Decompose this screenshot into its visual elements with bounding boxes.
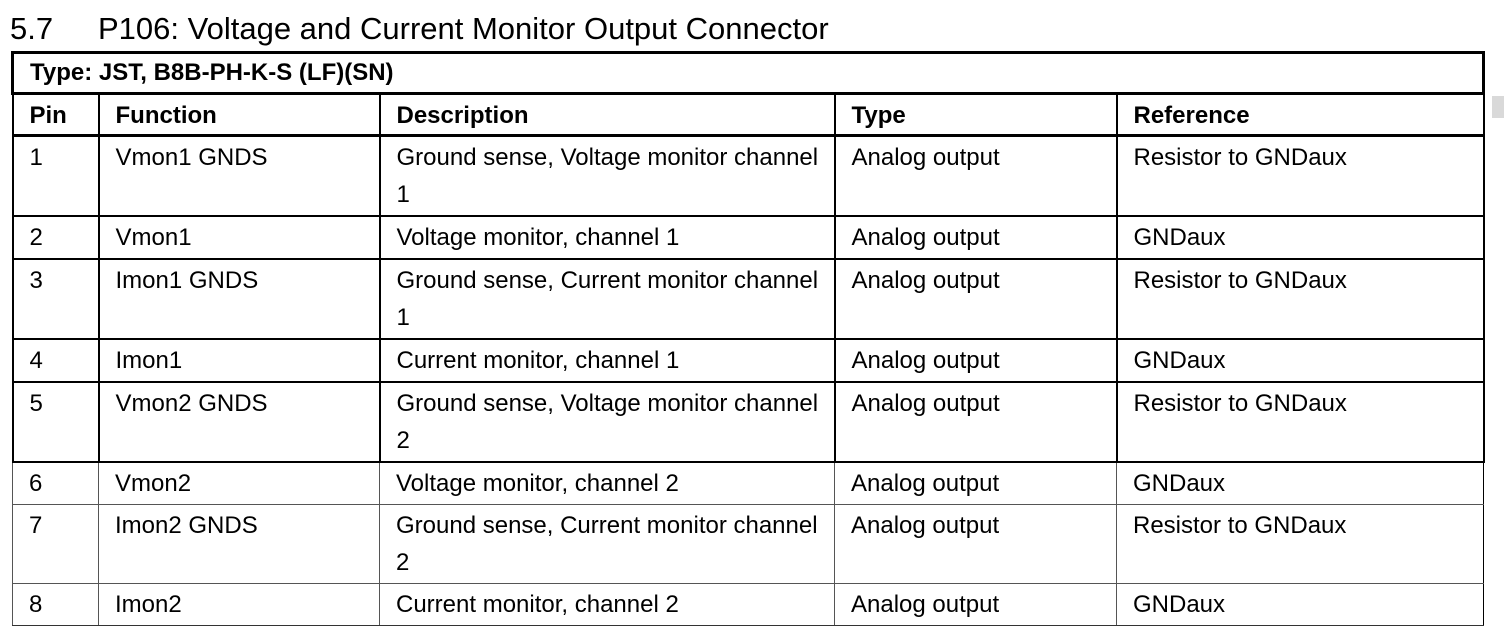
cell-description: Ground sense, Voltage monitor channel 2 bbox=[378, 381, 836, 463]
cell-type: Analog output bbox=[833, 258, 1118, 340]
cell-reference: Resistor to GNDaux bbox=[1115, 134, 1485, 217]
section-title: P106: Voltage and Current Monitor Output… bbox=[98, 11, 829, 46]
table-row: 7 Imon2 GNDS Ground sense, Current monit… bbox=[12, 504, 1485, 584]
cell-function: Vmon1 GNDS bbox=[97, 134, 381, 217]
cell-type: Analog output bbox=[834, 504, 1117, 584]
connector-type-cell: Type: JST, B8B-PH-K-S (LF)(SN) bbox=[10, 51, 1486, 95]
header-reference: Reference bbox=[1115, 92, 1485, 137]
cell-type: Analog output bbox=[834, 583, 1117, 626]
header-pin: Pin bbox=[11, 92, 100, 137]
header-description: Description bbox=[378, 92, 836, 137]
cell-description: Ground sense, Current monitor channel 1 bbox=[378, 258, 836, 340]
cell-pin: 5 bbox=[11, 381, 100, 463]
cell-type: Analog output bbox=[833, 134, 1118, 217]
cell-reference: GNDaux bbox=[1115, 215, 1485, 260]
table-header-row: Pin Function Description Type Reference bbox=[11, 92, 1485, 137]
table-row: 6 Vmon2 Voltage monitor, channel 2 Analo… bbox=[12, 461, 1485, 505]
cell-function: Imon2 bbox=[98, 583, 380, 626]
table-row: 5 Vmon2 GNDS Ground sense, Voltage monit… bbox=[11, 381, 1485, 463]
cell-pin: 3 bbox=[11, 258, 100, 340]
cell-pin: 2 bbox=[11, 215, 100, 260]
table-row: 4 Imon1 Current monitor, channel 1 Analo… bbox=[11, 338, 1485, 383]
cell-function: Imon2 GNDS bbox=[98, 504, 380, 584]
cell-reference: Resistor to GNDaux bbox=[1115, 381, 1485, 463]
cell-type: Analog output bbox=[833, 338, 1118, 383]
table-row: 2 Vmon1 Voltage monitor, channel 1 Analo… bbox=[11, 215, 1485, 260]
cell-function: Imon1 bbox=[97, 338, 381, 383]
cell-reference: GNDaux bbox=[1115, 583, 1485, 626]
cell-type: Analog output bbox=[833, 215, 1118, 260]
connector-type-row: Type: JST, B8B-PH-K-S (LF)(SN) bbox=[10, 51, 1486, 95]
cell-pin: 8 bbox=[12, 583, 99, 626]
header-type: Type bbox=[833, 92, 1118, 137]
connector-pinout-table: Type: JST, B8B-PH-K-S (LF)(SN) Pin Funct… bbox=[10, 51, 1486, 626]
section-number: 5.7 bbox=[10, 11, 54, 46]
cell-pin: 1 bbox=[11, 134, 100, 217]
cell-function: Imon1 GNDS bbox=[97, 258, 381, 340]
cell-reference: GNDaux bbox=[1115, 338, 1485, 383]
cell-type: Analog output bbox=[833, 381, 1118, 463]
table-row: 8 Imon2 Current monitor, channel 2 Analo… bbox=[12, 583, 1485, 626]
cell-type: Analog output bbox=[834, 461, 1117, 505]
cell-pin: 7 bbox=[12, 504, 99, 584]
cell-function: Vmon2 GNDS bbox=[97, 381, 381, 463]
table-row: 3 Imon1 GNDS Ground sense, Current monit… bbox=[11, 258, 1485, 340]
cell-pin: 4 bbox=[11, 338, 100, 383]
cell-reference: Resistor to GNDaux bbox=[1115, 258, 1485, 340]
cell-reference: GNDaux bbox=[1115, 461, 1485, 505]
header-function: Function bbox=[97, 92, 381, 137]
cell-function: Vmon1 bbox=[97, 215, 381, 260]
cell-function: Vmon2 bbox=[98, 461, 380, 505]
cell-description: Current monitor, channel 1 bbox=[378, 338, 836, 383]
cell-description: Voltage monitor, channel 1 bbox=[378, 215, 836, 260]
cell-reference: Resistor to GNDaux bbox=[1115, 504, 1485, 584]
table-row: 1 Vmon1 GNDS Ground sense, Voltage monit… bbox=[11, 134, 1485, 217]
cell-pin: 6 bbox=[12, 461, 99, 505]
cell-description: Ground sense, Current monitor channel 2 bbox=[379, 504, 835, 584]
cell-description: Voltage monitor, channel 2 bbox=[379, 461, 835, 505]
cell-description: Ground sense, Voltage monitor channel 1 bbox=[378, 134, 836, 217]
cell-description: Current monitor, channel 2 bbox=[379, 583, 835, 626]
scrollbar-thumb[interactable] bbox=[1492, 96, 1504, 118]
section-heading: 5.7 P106: Voltage and Current Monitor Out… bbox=[10, 8, 829, 50]
